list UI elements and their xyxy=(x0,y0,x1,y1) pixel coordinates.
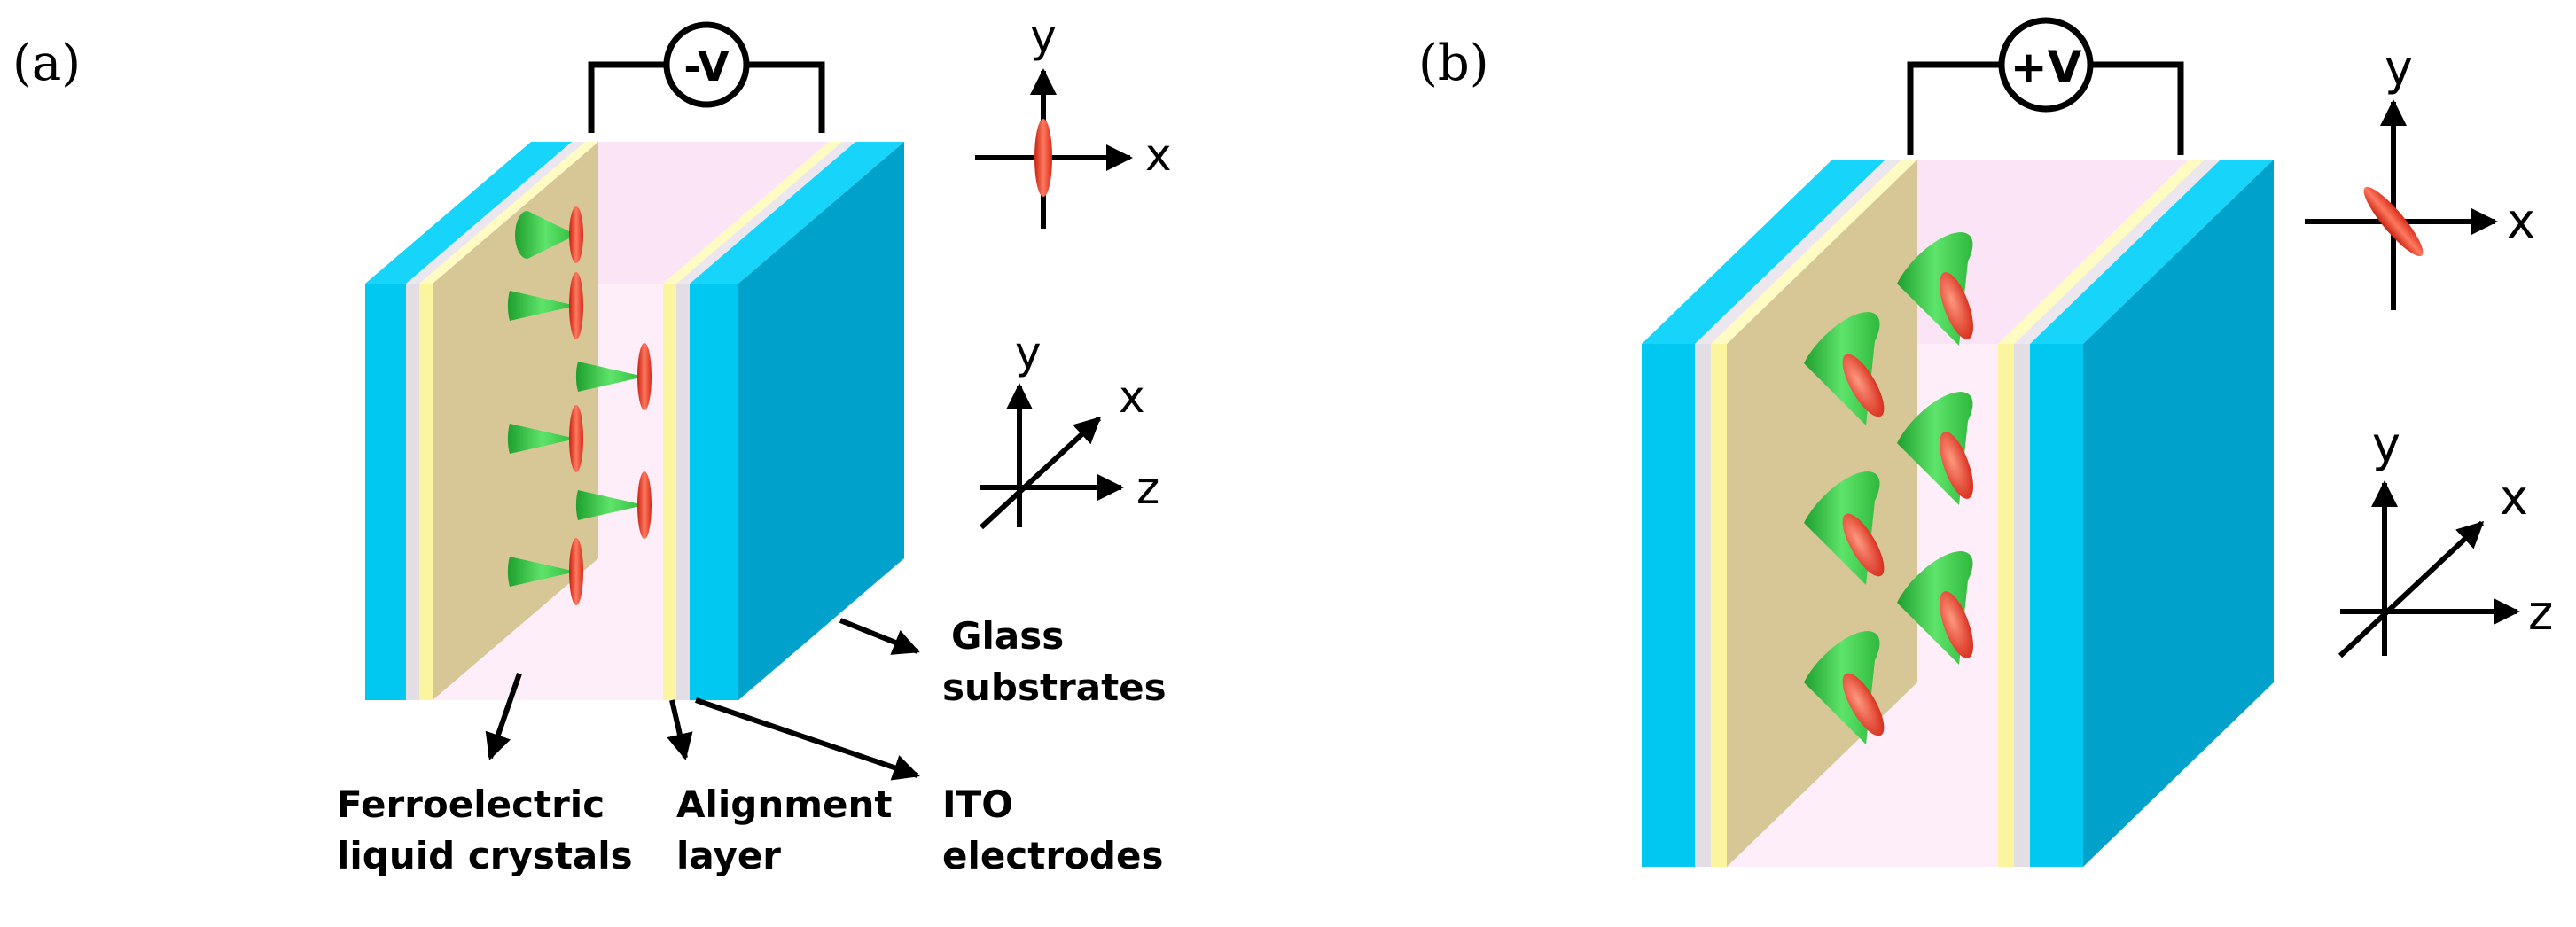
voltage-source-a: -V xyxy=(588,21,825,133)
glass-substrate-left-a xyxy=(365,284,406,700)
glass-top-left-a xyxy=(365,142,572,284)
cone-molecule xyxy=(515,206,583,263)
cone-molecule xyxy=(1804,631,1885,744)
alignment-top-right-b xyxy=(1998,160,2205,344)
voltage-source-b: +V xyxy=(1907,17,2184,155)
axis-y-label: y xyxy=(2372,417,2400,472)
label-ito-line1: ITO xyxy=(942,783,1013,826)
alignment-layer-left-b xyxy=(1711,344,1727,867)
glass-top-face xyxy=(2030,160,2274,344)
axis-x-label: x xyxy=(2507,193,2535,249)
ito-electrode-left-a xyxy=(406,284,419,700)
cone-molecule xyxy=(1804,471,1885,585)
label-glass-line2: substrates xyxy=(942,666,1167,709)
cone-molecule xyxy=(575,343,652,410)
label-glass-line1: Glass xyxy=(951,614,1064,658)
axis-x-label: x xyxy=(2500,470,2528,526)
panel-a: (a) -V xyxy=(12,11,1172,877)
panel-a-label: (a) xyxy=(12,35,81,92)
cone-molecule xyxy=(1897,392,1973,505)
axes-2d-b: y x xyxy=(2305,40,2535,310)
alignment-layer-left-a xyxy=(419,284,433,700)
glass-top-left-b xyxy=(1642,160,1885,344)
lc-molecules-a xyxy=(507,206,652,605)
glass-top-face xyxy=(690,142,904,284)
alignment-top-left-b xyxy=(1711,160,1917,344)
alignment-top-right-a xyxy=(663,142,842,284)
glass-substrate-right-a xyxy=(690,142,904,700)
glass-side-face xyxy=(738,142,904,700)
glass-side-face xyxy=(2083,160,2274,867)
ito-top-right-a xyxy=(676,142,855,284)
ito-top-left-b xyxy=(1695,160,1901,344)
axis-z-label: z xyxy=(1136,463,1159,514)
cone-molecule xyxy=(1804,312,1885,425)
voltage-label-b: +V xyxy=(2010,42,2082,93)
ito-electrode-right-a xyxy=(676,284,690,700)
cone-molecule xyxy=(1897,232,1973,346)
cone-molecule xyxy=(507,538,583,605)
alignment-layer-right-b xyxy=(1998,344,2014,867)
cone-molecule xyxy=(507,272,583,339)
axes-3d-a: y x z xyxy=(979,327,1159,530)
label-ito-line2: electrodes xyxy=(942,834,1163,877)
label-flc-line1: Ferroelectric xyxy=(337,783,605,826)
molecule-orientation-a xyxy=(1034,119,1052,197)
axis-y-label: y xyxy=(1030,11,1057,62)
axis-x-label: x xyxy=(1119,371,1145,423)
cone-molecule xyxy=(575,471,652,539)
glass-front-face xyxy=(2030,344,2083,867)
glass-substrate-right-b xyxy=(2030,160,2274,867)
axis-z-label: z xyxy=(2528,585,2553,641)
ito-top-right-b xyxy=(2014,160,2221,344)
voltage-label-a: -V xyxy=(683,43,730,90)
callouts-a xyxy=(485,618,920,781)
axes-3d-b: y x z xyxy=(2338,417,2553,658)
axis-y-label: y xyxy=(2385,40,2413,96)
ito-electrode-left-b xyxy=(1695,344,1711,867)
ito-top-left-a xyxy=(406,142,585,284)
lc-molecules-b xyxy=(1804,232,1973,744)
molecule-orientation-b xyxy=(2363,186,2424,257)
lc-plane-a xyxy=(433,142,598,700)
cone-molecule xyxy=(507,405,583,472)
label-flc-line2: liquid crystals xyxy=(337,834,633,877)
glass-front-face xyxy=(690,284,738,700)
glass-substrate-left-b xyxy=(1642,344,1695,867)
panel-b: (b) +V xyxy=(1418,17,2553,867)
cone-molecule xyxy=(1897,551,1973,665)
label-alignment-line2: layer xyxy=(676,834,781,877)
axes-2d-a: y x xyxy=(975,11,1172,229)
ito-electrode-right-b xyxy=(2014,344,2030,867)
panel-b-label: (b) xyxy=(1418,35,1489,92)
alignment-layer-right-a xyxy=(663,284,676,700)
label-alignment-line1: Alignment xyxy=(676,783,893,826)
axis-x-label: x xyxy=(1145,129,1172,181)
alignment-top-left-a xyxy=(419,142,598,284)
axis-y-label: y xyxy=(1015,327,1042,378)
